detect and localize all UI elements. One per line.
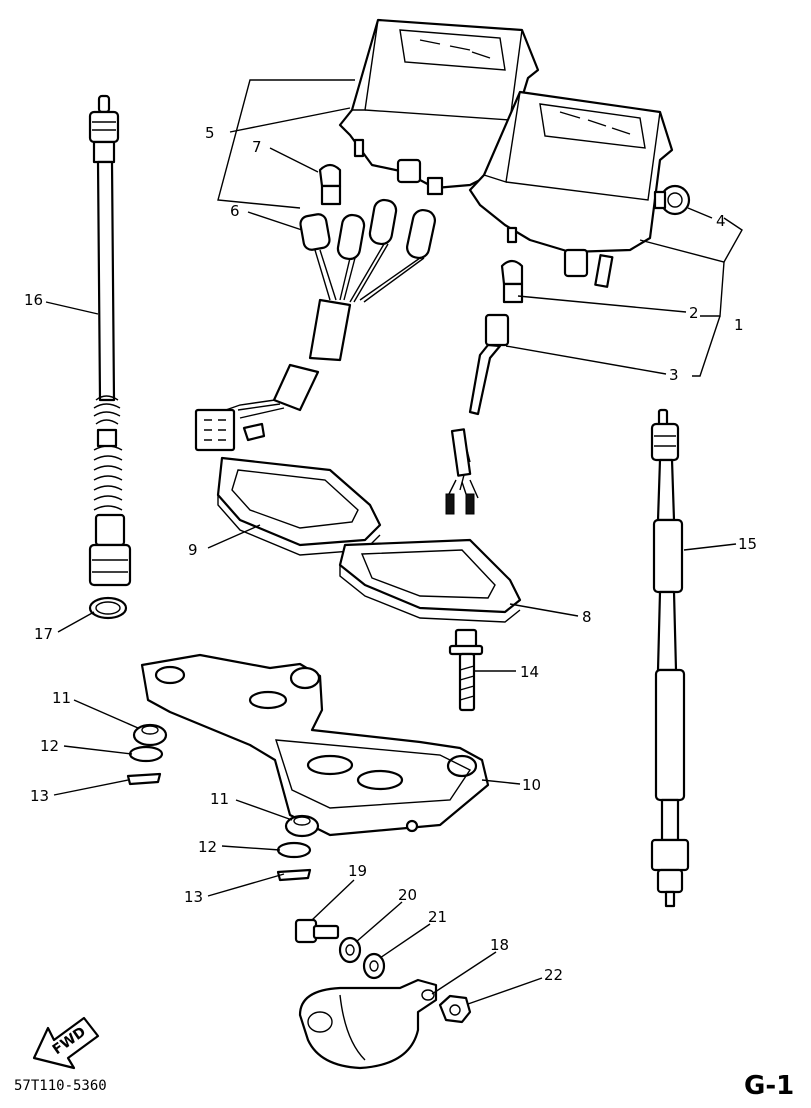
callout-1: 1: [734, 316, 744, 334]
reset-knob: [653, 184, 691, 216]
meter-wire-harness: [194, 198, 436, 452]
speedometer-cable: [88, 94, 132, 587]
callout-10: 10: [522, 776, 541, 794]
bolt-14: [448, 628, 484, 712]
meter-gasket-9: [216, 456, 382, 556]
bulb-7: [318, 163, 342, 206]
washer-20: [338, 936, 362, 964]
clip-upper: [126, 772, 162, 786]
bolt-19: [294, 918, 340, 944]
reference-code: 57T110-5360: [14, 1078, 107, 1094]
callout-labels: 1 2 3 4 5 6 7 8 9 10 11 12 13 14 15 16 1…: [24, 124, 757, 984]
page-label: G-1: [744, 1071, 794, 1101]
callout-20: 20: [398, 886, 417, 904]
clip-lower: [276, 868, 312, 882]
callout-18: 18: [490, 936, 509, 954]
callout-4: 4: [716, 212, 726, 230]
callout-11-upper: 11: [52, 689, 71, 707]
callout-14: 14: [520, 663, 539, 681]
callout-17: 17: [34, 625, 53, 643]
callout-19: 19: [348, 862, 367, 880]
clamp-18: [298, 978, 438, 1070]
grommet-lower: [284, 814, 320, 838]
callout-3: 3: [669, 366, 679, 384]
washer-lower: [276, 841, 312, 859]
callout-11-lower: 11: [210, 790, 229, 808]
socket-cord-3: [445, 313, 510, 515]
callout-15: 15: [738, 535, 757, 553]
callout-5: 5: [205, 124, 215, 142]
meter-bracket: [140, 653, 490, 837]
callout-16: 16: [24, 291, 43, 309]
nut-22: [438, 994, 472, 1024]
callout-13-upper: 13: [30, 787, 49, 805]
washer-21: [362, 952, 386, 980]
callout-12-upper: 12: [40, 737, 59, 755]
callout-21: 21: [428, 908, 447, 926]
meter-gasket-8: [338, 538, 522, 623]
callout-9: 9: [188, 541, 198, 559]
forward-direction-arrow: FWD: [32, 1016, 100, 1070]
callout-8: 8: [582, 608, 592, 626]
tachometer-cable: [650, 408, 690, 908]
tachometer-housing: [468, 90, 674, 288]
callout-12-lower: 12: [198, 838, 217, 856]
washer-upper: [128, 745, 164, 763]
bulb-2: [500, 259, 524, 304]
callout-13-lower: 13: [184, 888, 203, 906]
callout-22: 22: [544, 966, 563, 984]
callout-6: 6: [230, 202, 240, 220]
callout-2: 2: [689, 304, 699, 322]
o-ring: [88, 596, 128, 620]
leader-lines: [45, 79, 743, 1005]
grommet-upper: [132, 723, 168, 747]
callout-7: 7: [252, 138, 262, 156]
